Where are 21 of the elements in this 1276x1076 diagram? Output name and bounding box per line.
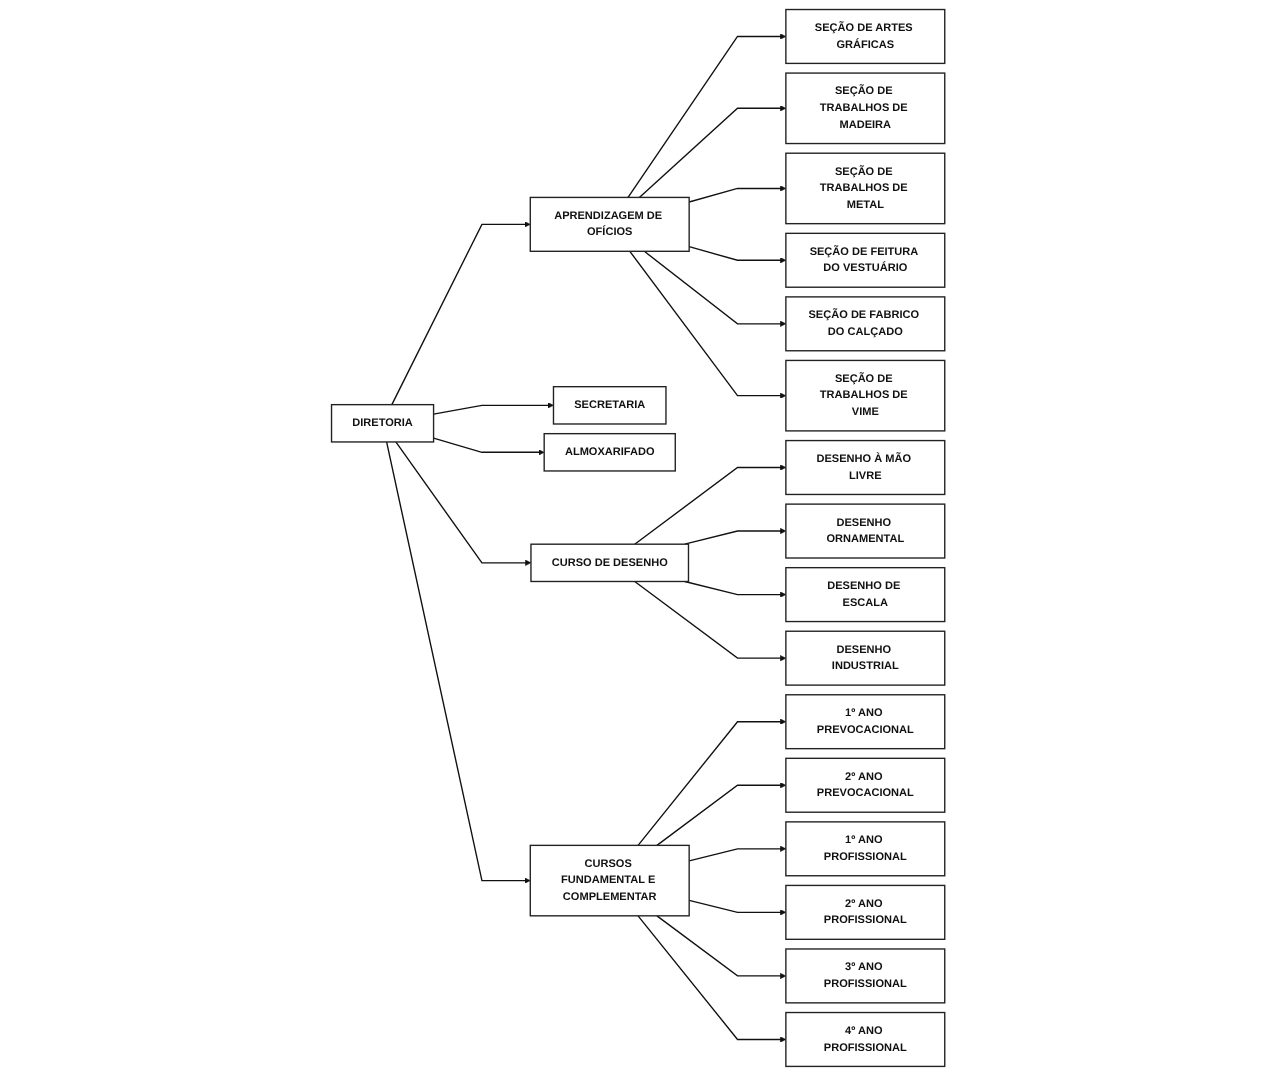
arrow: [683, 580, 786, 598]
arrow: [637, 718, 786, 847]
arrow: [688, 845, 786, 862]
arrow: [656, 782, 786, 847]
arrow: [627, 33, 786, 199]
arrow: [688, 185, 786, 203]
arrow: [656, 915, 786, 979]
arrow: [391, 221, 531, 406]
arrow: [633, 464, 786, 545]
arrow: [688, 899, 786, 916]
arrow: [637, 915, 786, 1043]
arrow: [385, 441, 531, 884]
arrow: [643, 250, 786, 327]
arrow: [395, 441, 532, 566]
arrow: [633, 580, 786, 662]
arrow: [638, 105, 786, 199]
arrow: [432, 437, 545, 456]
arrow: [688, 246, 786, 264]
arrow: [683, 528, 786, 545]
arrow: [432, 402, 554, 415]
arrow: [628, 250, 786, 399]
